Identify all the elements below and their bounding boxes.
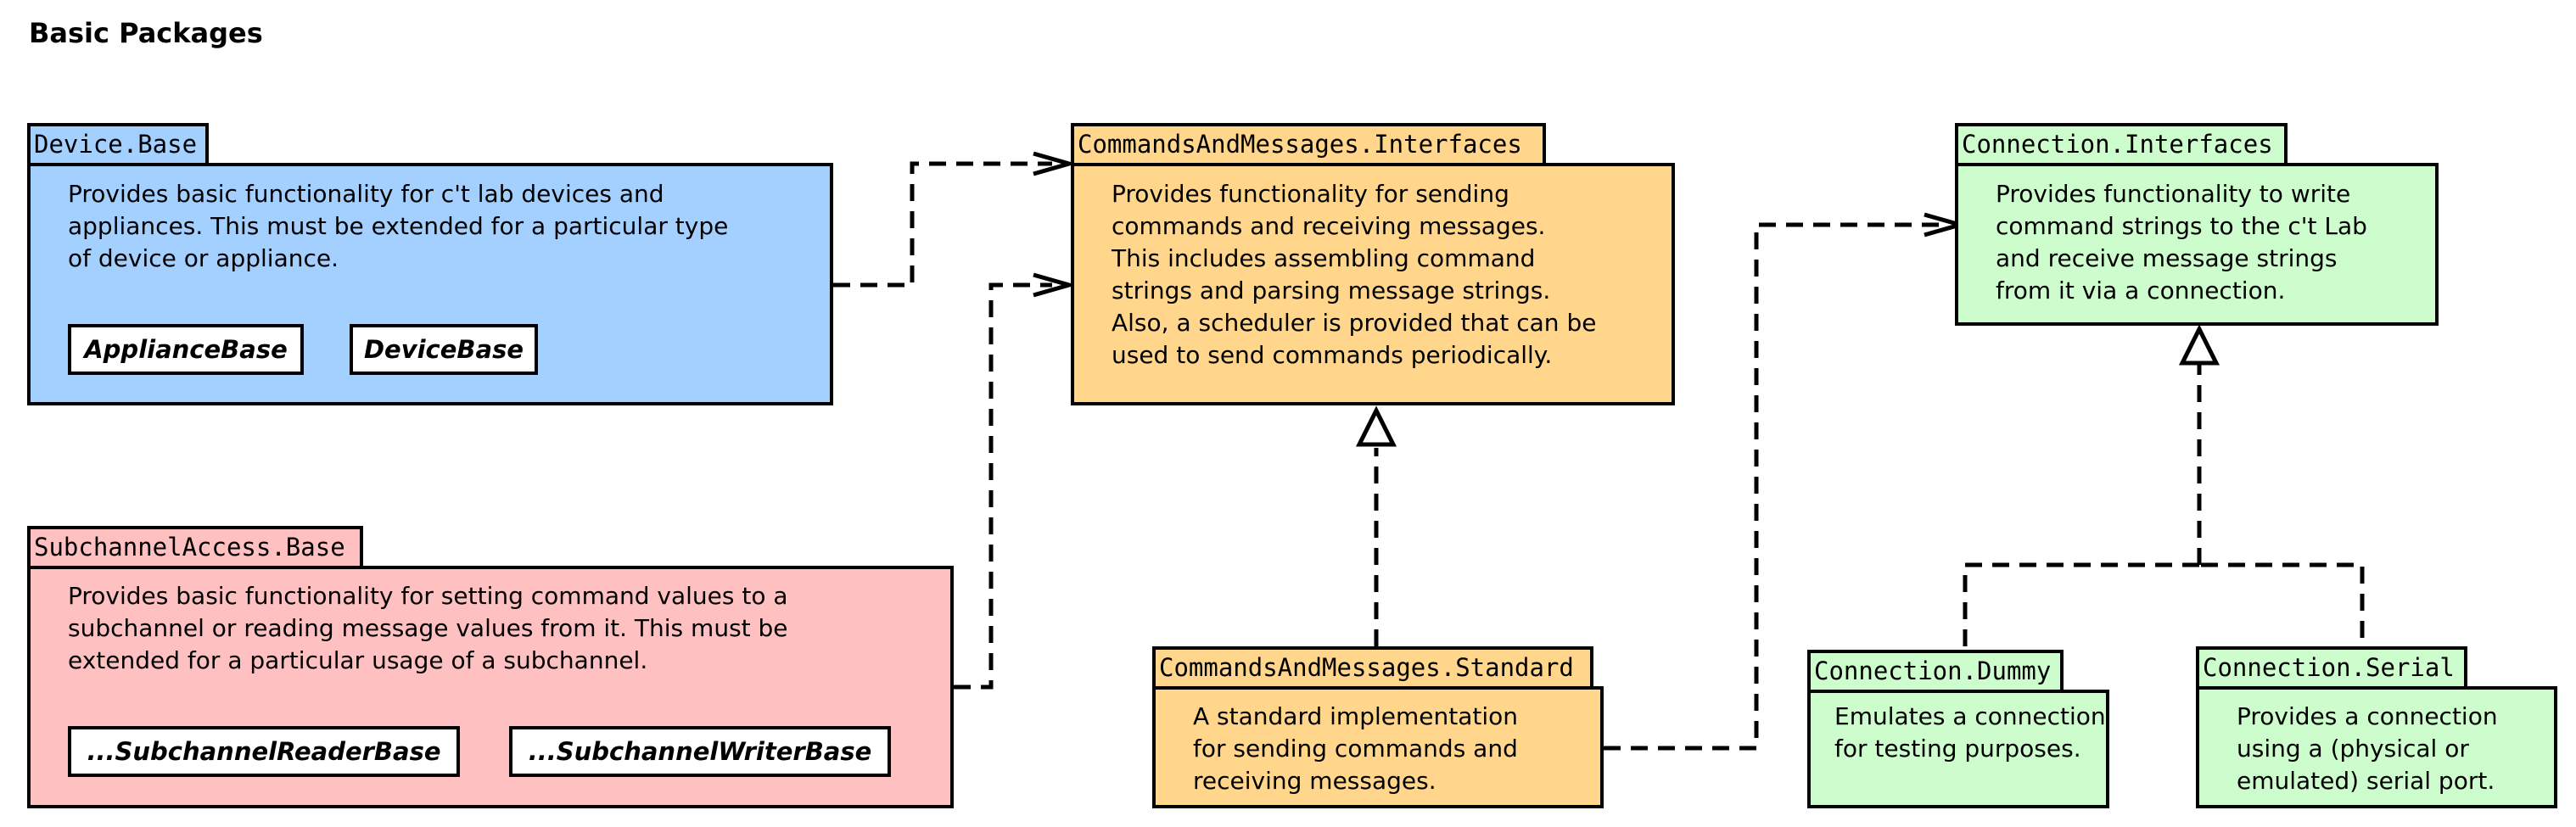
package-description: Provides basic functionality for c't lab…: [68, 180, 729, 272]
package-body: [1071, 163, 1675, 405]
class-subchannel-reader-base[interactable]: ...SubchannelReaderBase: [68, 726, 460, 777]
package-name-tab: CommandsAndMessages.Standard: [1152, 646, 1593, 690]
package-description: Provides functionality to write command …: [1996, 180, 2367, 305]
edge-dummy-to-junction: [1963, 562, 2199, 646]
class-appliance-base[interactable]: ApplianceBase: [68, 324, 304, 375]
package-name-tab: Connection.Dummy: [1807, 650, 2064, 694]
package-body: [1807, 690, 2109, 808]
package-name-tab: Device.Base: [27, 123, 209, 167]
open-arrowhead-icon: [1033, 151, 1078, 176]
realization-triangle-icon: [2178, 324, 2220, 366]
package-description: Provides functionality for sending comma…: [1112, 180, 1597, 369]
package-description: Emulates a connection for testing purpos…: [1834, 702, 2106, 763]
package-body: [1152, 686, 1604, 808]
edge-device-to-commands-interfaces: [833, 161, 1052, 288]
edge-standard-to-connection-interfaces: [1604, 222, 1943, 751]
open-arrowhead-icon: [1033, 272, 1078, 298]
diagram-title: Basic Packages: [29, 17, 263, 49]
package-name-tab: CommandsAndMessages.Interfaces: [1071, 123, 1546, 167]
package-name-tab: Connection.Interfaces: [1955, 123, 2288, 167]
package-description: Provides a connection using a (physical …: [2237, 702, 2498, 795]
package-name-tab: SubchannelAccess.Base: [27, 526, 363, 570]
package-name-tab: Connection.Serial: [2196, 646, 2467, 690]
class-device-base[interactable]: DeviceBase: [350, 324, 538, 375]
realization-triangle-icon: [1355, 405, 1397, 447]
class-subchannel-writer-base[interactable]: ...SubchannelWriterBase: [509, 726, 891, 777]
package-body: [1955, 163, 2439, 326]
edge-subchannel-to-commands-interfaces: [954, 282, 1052, 690]
package-description: A standard implementation for sending co…: [1193, 702, 1519, 795]
edge-serial-to-junction: [2199, 562, 2365, 638]
package-description: Provides basic functionality for setting…: [68, 582, 788, 674]
package-body: [2196, 686, 2557, 808]
